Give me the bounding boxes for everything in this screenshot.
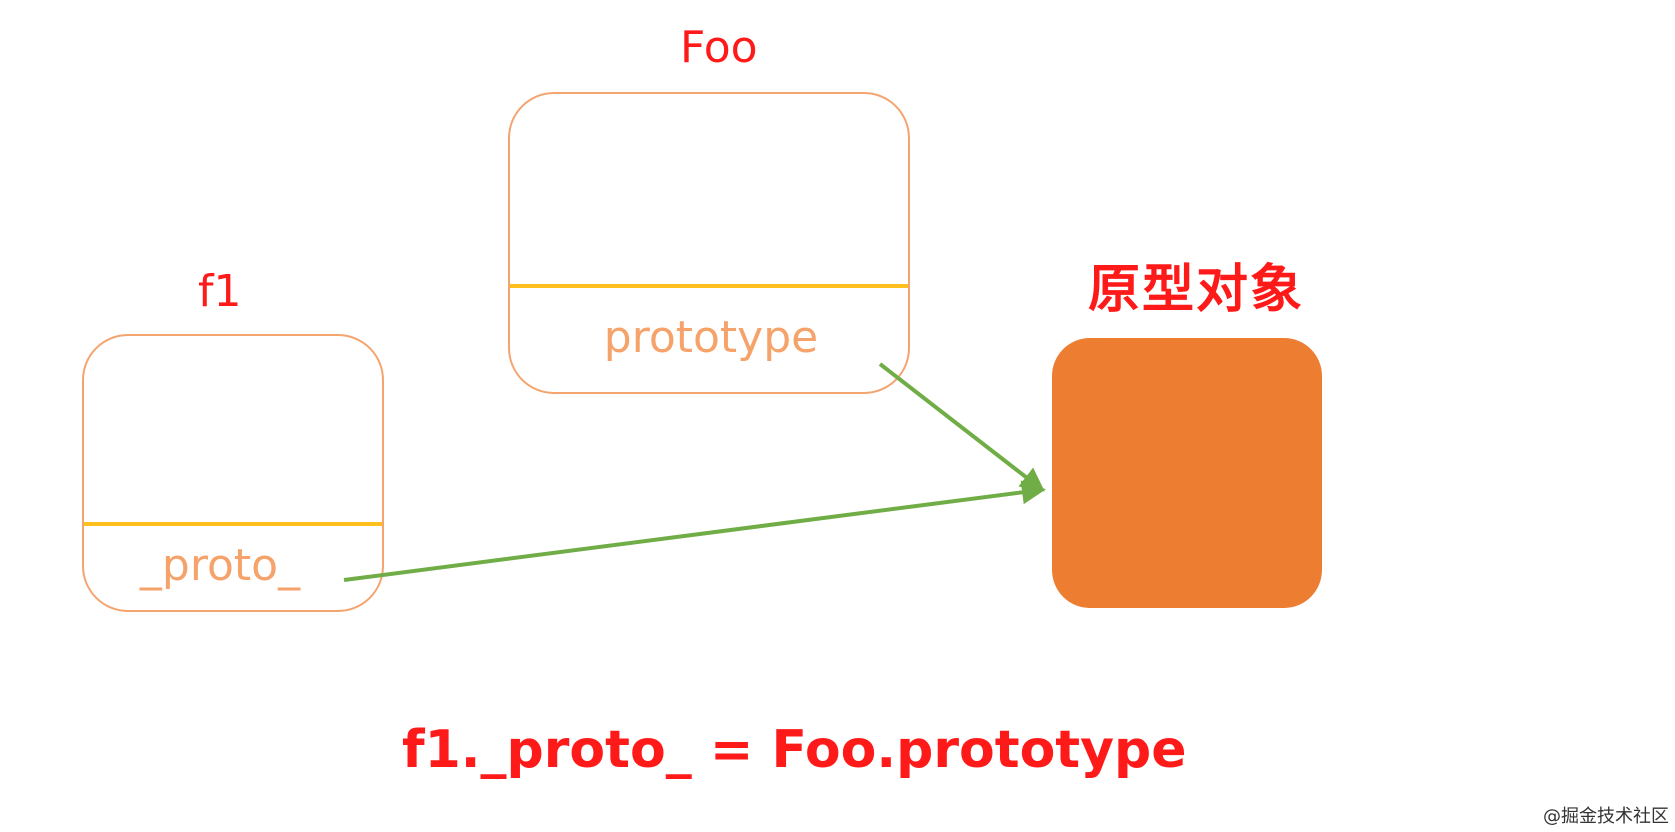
- instance-box: _proto_: [82, 334, 384, 612]
- instance-divider: [84, 522, 382, 526]
- instance-label: f1: [198, 266, 242, 317]
- prototype-object-label: 原型对象: [1088, 260, 1305, 320]
- prototype-arrow: [878, 362, 1045, 492]
- constructor-label: Foo: [680, 22, 758, 73]
- formula-text: f1._proto_ = Foo.prototype: [402, 720, 1187, 780]
- constructor-divider: [510, 284, 908, 288]
- watermark: @掘金技术社区: [1543, 806, 1669, 827]
- proto-arrow: [343, 480, 1046, 582]
- prototype-field: prototype: [603, 312, 819, 363]
- proto-field: _proto_: [139, 540, 301, 591]
- constructor-box: prototype: [508, 92, 910, 394]
- prototype-object-box: [1052, 338, 1322, 608]
